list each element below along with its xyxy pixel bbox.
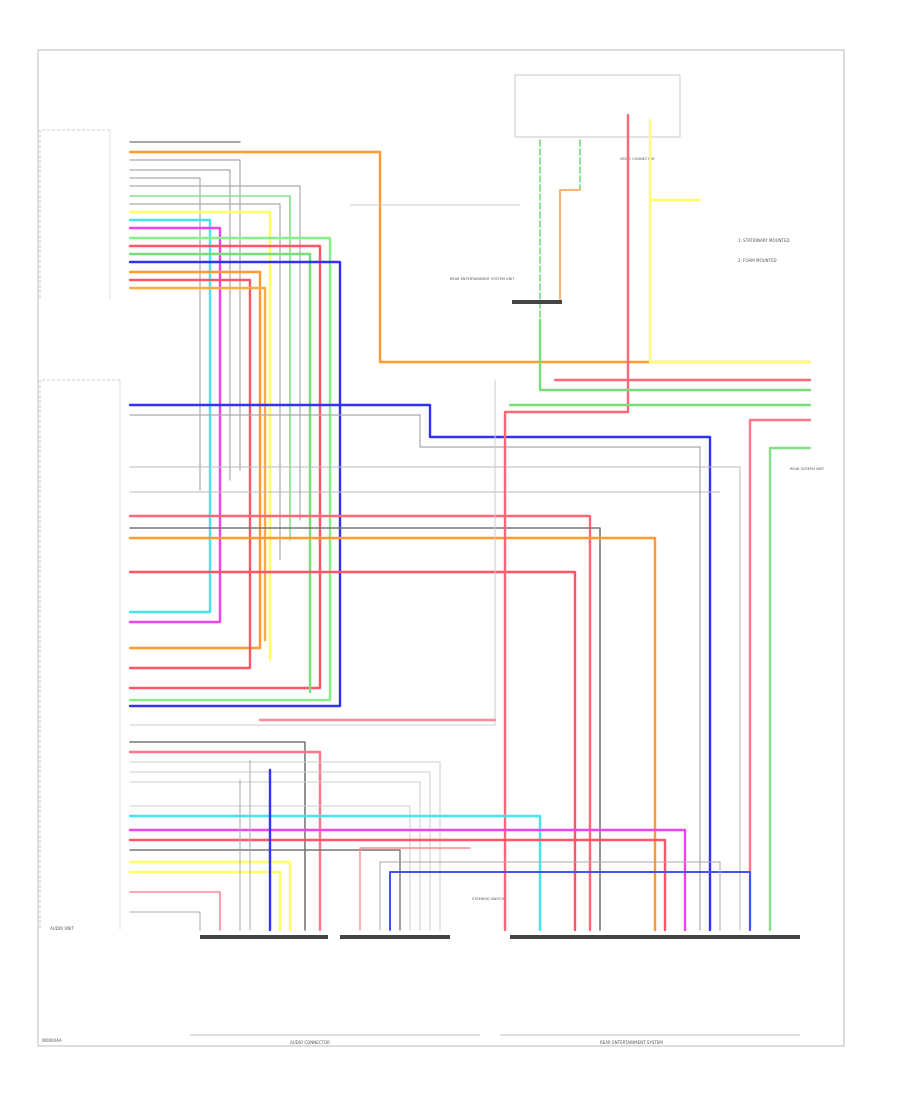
wire-gray-17 (129, 849, 401, 931)
legend-item-1: 1: STATIONARY MOUNTED (738, 238, 790, 243)
wires (128, 113, 812, 932)
wire-gray-5 (129, 185, 301, 521)
wire-gray-13 (129, 761, 441, 931)
wire-gray-18 (379, 861, 721, 931)
wire-cyan-2 (128, 814, 542, 932)
wire-gray-15 (129, 781, 421, 931)
legend-item-2: 2: FOAM MOUNTED (738, 258, 777, 263)
wire-gray-4 (129, 177, 201, 491)
wire-yellow-3 (128, 860, 292, 932)
connector-top-label: VIDEO CONNECTOR (620, 157, 655, 161)
module-left-top (39, 129, 111, 300)
footer-right-label: REAR ENTERTAINMENT SYSTEM (600, 1040, 663, 1045)
wire-gray-6 (129, 203, 281, 561)
module-left-bottom-name: AUDIO UNIT (50, 926, 74, 931)
wire-gray-3 (129, 169, 231, 481)
wire-green-2 (128, 236, 332, 702)
wire-red-3 (128, 514, 592, 932)
wire-red-5 (503, 113, 630, 932)
connector-blocks (200, 300, 800, 939)
connector-block-3 (238, 935, 328, 939)
wire-orange-5 (559, 189, 581, 301)
wire-red-4 (128, 570, 577, 932)
connector-block-5 (510, 935, 800, 939)
footer-center-label: AUDIO CONNECTOR (290, 1040, 330, 1045)
wire-orange-1 (128, 150, 812, 364)
wire-gray-2 (129, 159, 241, 471)
wire-orange-4 (128, 536, 657, 932)
wire-red-11 (129, 891, 221, 931)
wire-magenta-1 (128, 226, 222, 624)
wire-gray-11 (129, 379, 496, 726)
connector-block-4 (340, 935, 450, 939)
wire-red-10 (128, 838, 667, 932)
wire-orange-3 (128, 286, 267, 642)
wire-yellow-1 (128, 210, 272, 662)
wire-blue-1 (128, 260, 342, 708)
wire-cyan-1 (128, 218, 212, 614)
connector-block-2 (200, 935, 245, 939)
wire-red-7 (748, 418, 812, 932)
wire-gray-10 (129, 527, 601, 931)
wire-gray-12 (129, 741, 306, 931)
footer-left-code: W0000AA (42, 1038, 62, 1043)
connector-block-1 (512, 300, 562, 304)
wire-magenta-2 (128, 828, 687, 932)
wire-gray-7 (129, 414, 701, 931)
wire-red-2 (128, 278, 252, 670)
wire-green-1 (129, 195, 291, 541)
wire-red-9 (128, 750, 322, 932)
diagram-frame (37, 49, 845, 1047)
connector-top-box (514, 74, 681, 138)
wire-gray-16 (129, 805, 411, 931)
wire-orange-2 (128, 270, 262, 650)
connector-mid-label: REAR ENTERTAINMENT SYSTEM UNIT (450, 277, 515, 281)
wire-gray-8 (129, 466, 741, 931)
wire-gray-21 (129, 911, 201, 931)
wire-green-3 (128, 252, 312, 694)
wire-gray-14 (129, 771, 431, 931)
bottom-mid-label: STEERING SWITCH (472, 897, 505, 901)
wire-green-6 (768, 446, 812, 932)
wire-blue-2 (128, 403, 712, 932)
wire-yellow-4 (128, 870, 282, 932)
module-left-bottom: AUDIO UNIT (39, 379, 121, 931)
right-mid-label: REAR SCREEN UNIT (790, 467, 825, 471)
wire-green-5 (538, 318, 812, 392)
wire-red-12 (359, 847, 471, 931)
wire-blue-3 (389, 871, 751, 931)
